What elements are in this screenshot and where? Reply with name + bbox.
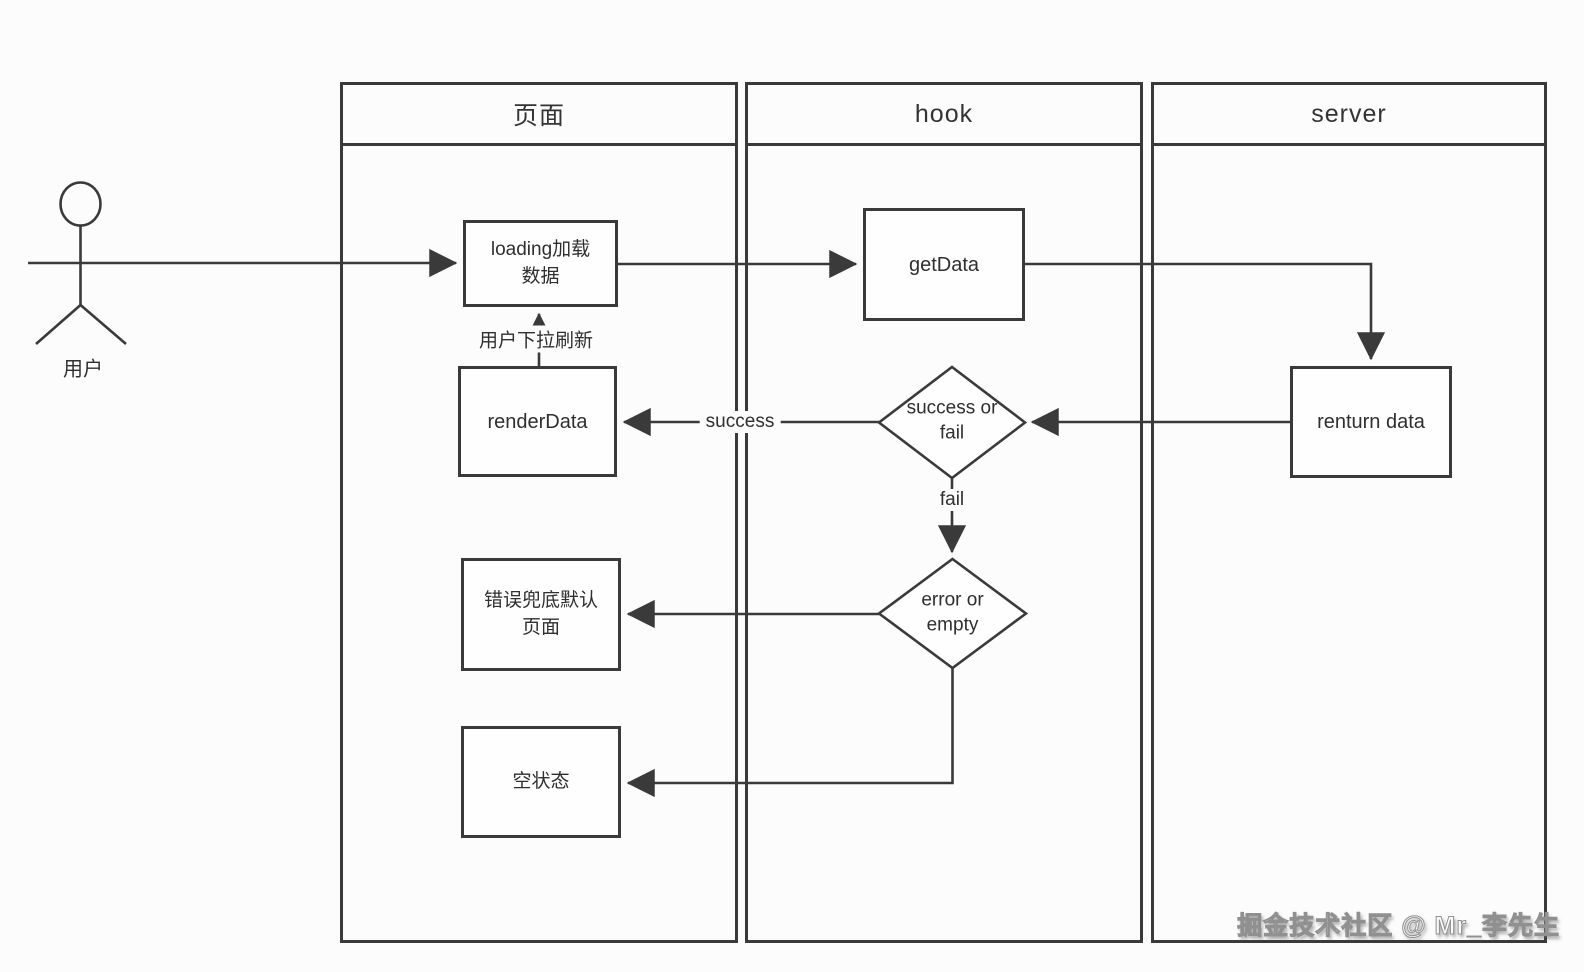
lane-page-title: 页面 — [512, 102, 565, 130]
actor-label: 用户 — [63, 358, 103, 381]
label-success: success — [699, 411, 781, 433]
watermark: 掘金技术社区 @ Mr_李先生 — [1237, 912, 1560, 941]
lane-hook-title: hook — [914, 99, 974, 128]
actor-head — [59, 181, 102, 227]
lane-hook-header: hook — [748, 85, 1140, 146]
diamond-error-or-empty — [876, 557, 1029, 670]
actor-leg-right — [79, 304, 127, 345]
node-empty-state: 空状态 — [461, 726, 621, 838]
lane-server: server — [1151, 82, 1547, 943]
node-render-data: renderData — [458, 366, 617, 477]
lane-server-title: server — [1311, 99, 1387, 128]
node-loading: loading加载 数据 — [463, 220, 618, 307]
lane-page-header: 页面 — [343, 85, 735, 146]
lane-server-header: server — [1154, 85, 1544, 146]
label-fail: fail — [933, 489, 971, 511]
node-error-fallback-page: 错误兜底默认 页面 — [461, 558, 621, 671]
user-actor-figure — [35, 181, 127, 345]
diamond-success-or-fail-label: success or fail — [906, 397, 998, 443]
lane-page: 页面 — [340, 82, 738, 943]
node-return-data: renturn data — [1290, 366, 1452, 478]
actor-leg-left — [35, 304, 82, 345]
lane-hook: hook — [745, 82, 1143, 943]
label-pull-refresh: 用户下拉刷新 — [472, 325, 600, 353]
diamond-success-or-fail — [876, 365, 1028, 480]
node-get-data: getData — [863, 208, 1025, 321]
diamond-error-or-empty-label: error or empty — [921, 589, 984, 635]
